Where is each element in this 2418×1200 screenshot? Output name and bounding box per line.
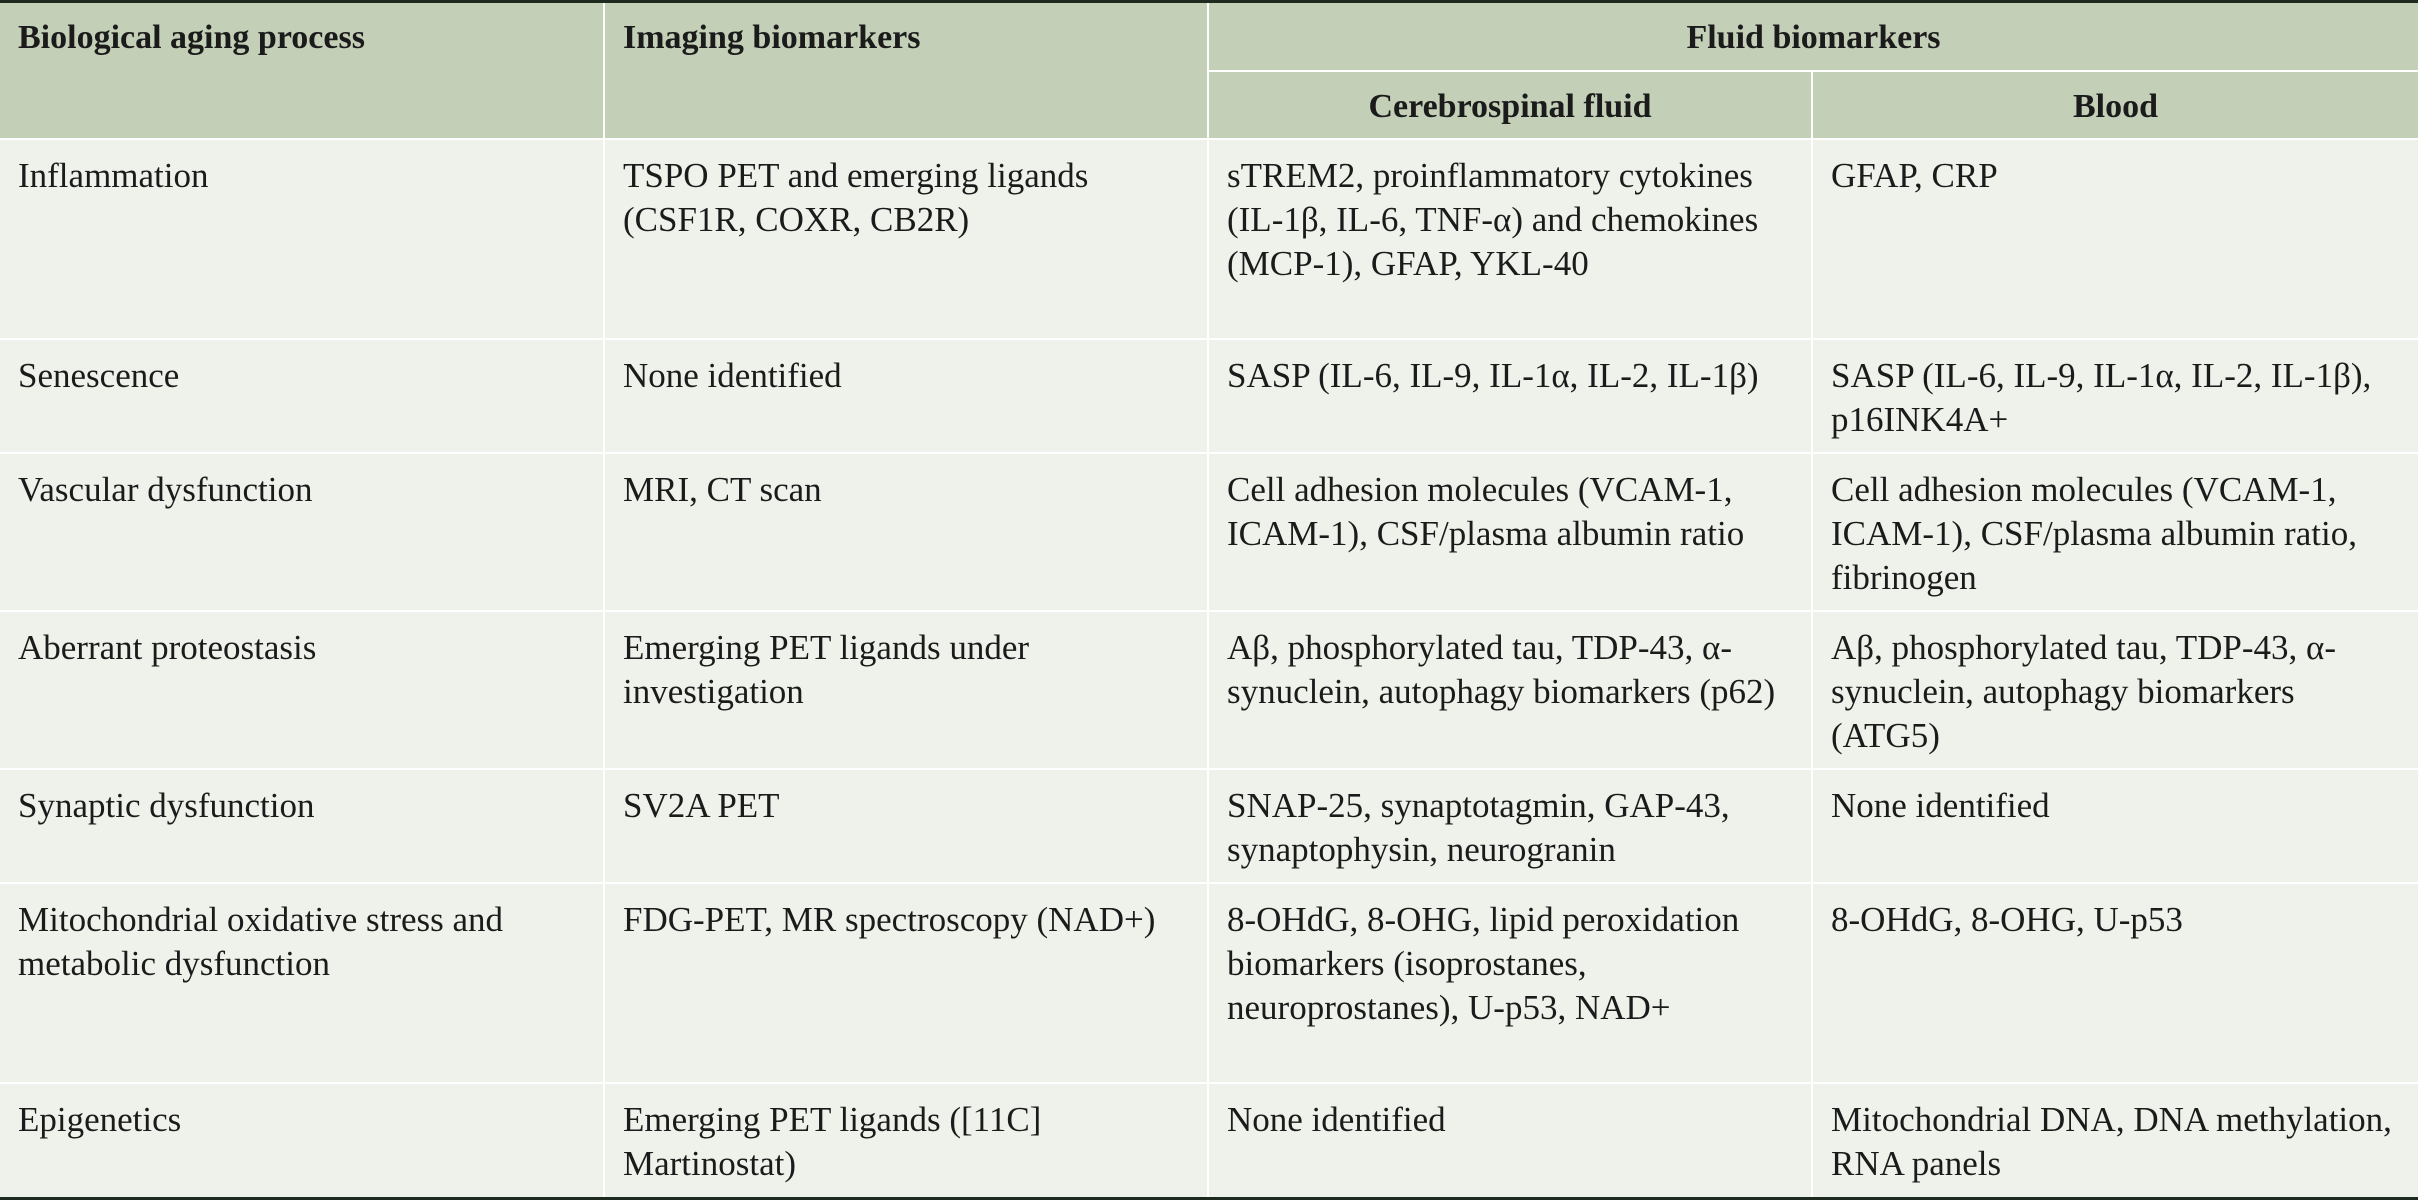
cell-aging-process: Epigenetics (0, 1083, 605, 1197)
cell-blood: None identified (1812, 769, 2418, 884)
cell-blood: Cell adhesion molecules (VCAM-1, ICAM-1)… (1812, 453, 2418, 612)
cell-imaging: FDG-PET, MR spectroscopy (NAD+) (604, 883, 1209, 1084)
cell-aging-process: Senescence (0, 339, 605, 454)
cell-aging-process: Synaptic dysfunction (0, 769, 605, 884)
header-imaging-biomarkers: Imaging biomarkers (604, 3, 1209, 140)
cell-aging-process: Aberrant proteostasis (0, 611, 605, 770)
cell-csf: sTREM2, proinflammatory cytokines (IL-1β… (1208, 139, 1813, 340)
cell-blood: SASP (IL-6, IL-9, IL-1α, IL-2, IL-1β), p… (1812, 339, 2418, 454)
cell-blood: Aβ, phosphorylated tau, TDP-43, α-synucl… (1812, 611, 2418, 770)
biomarker-table: Biological aging process Imaging biomark… (0, 3, 2418, 1197)
header-row-sub: Cerebrospinal fluid Blood (0, 71, 2418, 140)
cell-imaging: SV2A PET (604, 769, 1209, 884)
cell-csf: SNAP-25, synaptotagmin, GAP-43, synaptop… (1208, 769, 1813, 884)
cell-blood: Mitochondrial DNA, DNA methylation, RNA … (1812, 1083, 2418, 1197)
cell-blood: 8-OHdG, 8-OHG, U-p53 (1812, 883, 2418, 1084)
cell-csf: 8-OHdG, 8-OHG, lipid peroxidation biomar… (1208, 883, 1813, 1084)
header-row-top: Biological aging process Imaging biomark… (0, 3, 2418, 140)
cell-imaging: Emerging PET ligands ([11C] Martinostat) (604, 1083, 1209, 1197)
cell-imaging: MRI, CT scan (604, 453, 1209, 612)
cell-imaging: Emerging PET ligands under investigation (604, 611, 1209, 770)
table-body: Inflammation TSPO PET and emerging ligan… (0, 139, 2418, 1197)
cell-imaging: None identified (604, 339, 1209, 454)
cell-blood: GFAP, CRP (1812, 139, 2418, 340)
cell-csf: None identified (1208, 1083, 1813, 1197)
cell-aging-process: Inflammation (0, 139, 605, 340)
header-blood: Blood (1812, 71, 2418, 140)
cell-aging-process: Vascular dysfunction (0, 453, 605, 612)
cell-imaging: TSPO PET and emerging ligands (CSF1R, CO… (604, 139, 1209, 340)
table-row: Vascular dysfunction MRI, CT scan Cell a… (0, 453, 2418, 612)
table-row: Epigenetics Emerging PET ligands ([11C] … (0, 1083, 2418, 1197)
cell-csf: SASP (IL-6, IL-9, IL-1α, IL-2, IL-1β) (1208, 339, 1813, 454)
table-row: Synaptic dysfunction SV2A PET SNAP-25, s… (0, 769, 2418, 884)
table-header: Biological aging process Imaging biomark… (0, 3, 2418, 140)
table-row: Mitochondrial oxidative stress and metab… (0, 883, 2418, 1084)
table-row: Aberrant proteostasis Emerging PET ligan… (0, 611, 2418, 770)
cell-csf: Aβ, phosphorylated tau, TDP-43, α-synucl… (1208, 611, 1813, 770)
header-aging-process: Biological aging process (0, 3, 605, 140)
cell-csf: Cell adhesion molecules (VCAM-1, ICAM-1)… (1208, 453, 1813, 612)
cell-aging-process: Mitochondrial oxidative stress and metab… (0, 883, 605, 1084)
table-row: Senescence None identified SASP (IL-6, I… (0, 339, 2418, 454)
table-row: Inflammation TSPO PET and emerging ligan… (0, 139, 2418, 340)
header-cerebrospinal-fluid: Cerebrospinal fluid (1208, 71, 1813, 140)
header-fluid-biomarkers: Fluid biomarkers (1208, 3, 2418, 72)
